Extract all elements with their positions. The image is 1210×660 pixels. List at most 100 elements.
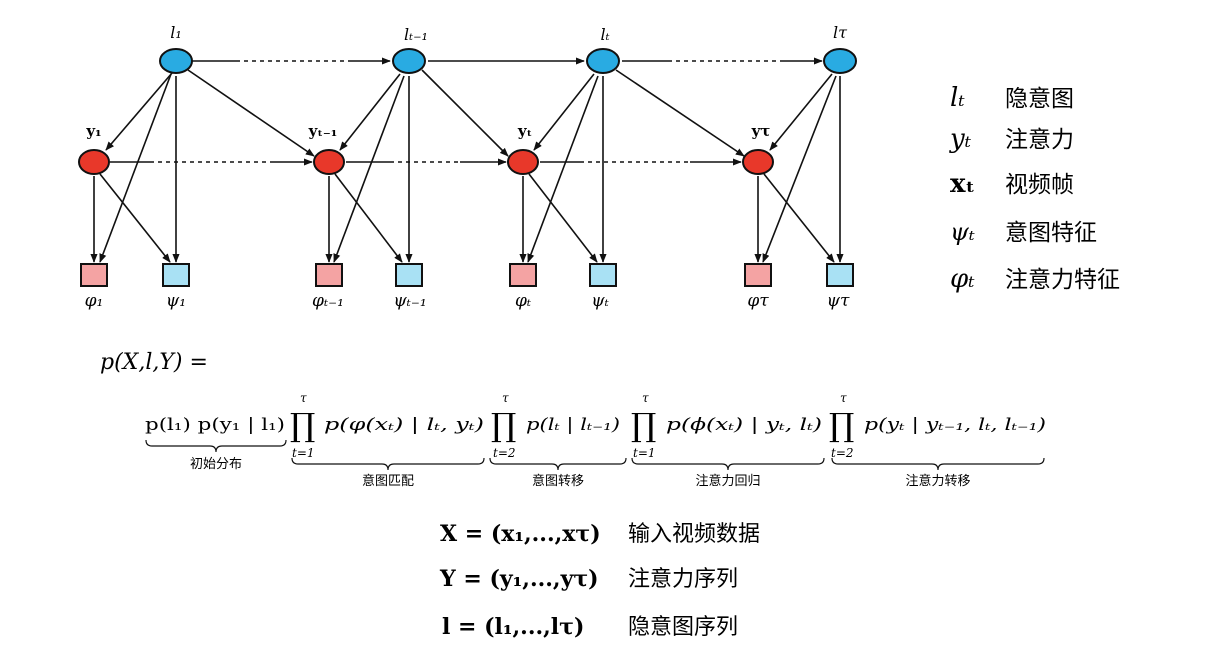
prod-symbol-1: ∏ <box>290 406 315 444</box>
caption-initial: 初始分布 <box>190 457 242 472</box>
prod-symbol-4: ∏ <box>829 406 854 444</box>
psi-node-4 <box>826 263 854 287</box>
phi-label-1: φ₁ <box>85 291 104 311</box>
psi-nodes <box>162 263 854 287</box>
edge-l2-y3 <box>421 69 509 157</box>
psi-label-1: ψ₁ <box>166 291 186 311</box>
legend-symbol-x: xₜ <box>950 169 975 199</box>
caption-attention-regression: 注意力回归 <box>695 473 760 489</box>
edge-l3-y4 <box>615 69 745 157</box>
def-math-X: X = (x₁,...,xτ) <box>440 521 601 547</box>
phi-label-4: φτ <box>747 291 769 311</box>
edge-l3-y3 <box>533 73 595 151</box>
def-label-X: 输入视频数据 <box>628 522 760 547</box>
definitions: X = (x₁,...,xτ) 输入视频数据 Y = (y₁,...,yτ) 注… <box>439 521 760 640</box>
legend-label-psi: 意图特征 <box>1005 220 1097 246</box>
prod-symbol-2: ∏ <box>491 406 516 444</box>
l-nodes <box>159 48 857 74</box>
psi-label-2: ψₜ₋₁ <box>393 291 426 311</box>
l-node-2 <box>392 48 426 74</box>
l-node-1 <box>159 48 193 74</box>
underbrace-initial <box>145 439 287 453</box>
joint-probability-formula: p(X,l,Y) = p(l₁) p(y₁ | l₁) 初始分布 τ ∏ t=1… <box>100 350 1046 489</box>
l-label-1: l₁ <box>170 23 182 42</box>
edge-y1-psi1 <box>99 173 171 263</box>
y-label-4: yτ <box>751 122 771 140</box>
legend-label-y: 注意力 <box>1005 127 1074 153</box>
legend: lₜ 隐意图 yₜ 注意力 xₜ 视频帧 ψₜ 意图特征 φₜ 注意力特征 <box>949 83 1120 294</box>
legend-label-phi: 注意力特征 <box>1005 267 1120 293</box>
legend-label-l: 隐意图 <box>1005 86 1074 112</box>
caption-attention-transition: 注意力转移 <box>905 473 970 489</box>
y-label-2: yₜ₋₁ <box>308 122 338 140</box>
graph-edges <box>90 57 844 263</box>
edge-l2-y2 <box>339 73 401 151</box>
phi-label-3: φₜ <box>515 291 532 311</box>
edge-y2-psi2 <box>334 173 403 263</box>
caption-intent-transition: 意图转移 <box>532 473 584 489</box>
y-nodes <box>78 149 774 175</box>
y-label-3: yₜ <box>517 122 532 140</box>
formula-term-intent-match: p(φ(xₜ) | lₜ, yₜ) <box>324 415 484 435</box>
psi-node-3 <box>589 263 617 287</box>
formula-term-attention-regression: p(ϕ(xₜ) | yₜ, lₜ) <box>666 415 822 435</box>
prod-lower-1: t=1 <box>292 446 315 460</box>
edge-y3-psi3 <box>528 173 598 263</box>
underbrace-intent-transition <box>489 457 627 471</box>
legend-symbol-psi: ψₜ <box>950 218 975 246</box>
prod-lower-4: t=2 <box>831 446 854 460</box>
l-node-3 <box>586 48 620 74</box>
legend-label-x: 视频帧 <box>1005 172 1074 198</box>
prod-upper-1: τ <box>300 391 307 405</box>
l-label-3: lₜ <box>600 25 609 44</box>
underbrace-attention-regression <box>631 457 825 471</box>
phi-nodes <box>80 263 772 287</box>
phi-label-2: φₜ₋₁ <box>312 291 344 311</box>
edge-l1-y1 <box>105 72 173 151</box>
prod-upper-2: τ <box>502 391 509 405</box>
formula-lhs: p(X,l,Y) = <box>100 350 208 375</box>
l-node-4 <box>823 48 857 74</box>
l-label-4: lτ <box>833 23 848 42</box>
def-math-l: l = (l₁,...,lτ) <box>442 614 584 640</box>
y-node-2 <box>313 149 345 175</box>
prod-upper-4: τ <box>840 391 847 405</box>
psi-node-1 <box>162 263 190 287</box>
edge-y4-psi4 <box>763 173 835 263</box>
prod-upper-3: τ <box>642 391 649 405</box>
prod-lower-2: t=2 <box>493 446 516 460</box>
y-node-1 <box>78 149 110 175</box>
phi-node-2 <box>315 263 343 287</box>
def-math-Y: Y = (y₁,...,yτ) <box>439 566 599 592</box>
legend-symbol-y: yₜ <box>949 124 972 154</box>
edge-l4-phi4 <box>762 75 837 263</box>
prod-symbol-3: ∏ <box>631 406 656 444</box>
edge-l4-y4 <box>769 73 833 151</box>
edge-l2-phi2 <box>333 75 405 263</box>
caption-intent-match: 意图匹配 <box>362 473 414 489</box>
def-label-Y: 注意力序列 <box>628 567 738 592</box>
edge-l3-phi3 <box>527 75 599 263</box>
edge-l1-y2 <box>187 69 315 157</box>
phi-node-3 <box>509 263 537 287</box>
phi-node-1 <box>80 263 108 287</box>
formula-term-initial: p(l₁) p(y₁ | l₁) <box>145 415 285 435</box>
psi-label-4: ψτ <box>827 291 850 311</box>
prod-lower-3: t=1 <box>633 446 656 460</box>
underbrace-intent-match <box>291 457 485 471</box>
psi-label-3: ψₜ <box>591 291 609 311</box>
formula-term-attention-transition: p(yₜ | yₜ₋₁, lₜ, lₜ₋₁) <box>864 415 1046 435</box>
l-label-2: lₜ₋₁ <box>404 25 428 44</box>
y-node-4 <box>742 149 774 175</box>
legend-symbol-phi: φₜ <box>950 264 975 294</box>
formula-term-intent-transition: p(lₜ | lₜ₋₁) <box>526 415 620 435</box>
psi-node-2 <box>395 263 423 287</box>
y-node-3 <box>507 149 539 175</box>
phi-node-4 <box>744 263 772 287</box>
y-label-1: y₁ <box>85 122 101 140</box>
underbrace-attention-transition <box>831 457 1045 471</box>
def-label-l: 隐意图序列 <box>628 615 738 640</box>
edge-l1-phi1 <box>99 73 172 263</box>
legend-symbol-l: lₜ <box>950 83 965 113</box>
